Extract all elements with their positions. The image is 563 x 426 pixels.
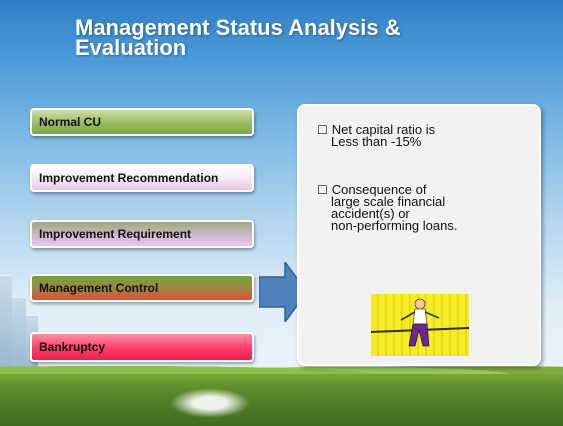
stage-bankruptcy[interactable]: Bankruptcy xyxy=(30,332,254,362)
stage-normal-cu[interactable]: Normal CU xyxy=(30,108,254,136)
stage-label: Improvement Requirement xyxy=(39,227,192,241)
stage-improvement-requirement[interactable]: Improvement Requirement xyxy=(30,220,254,248)
light-glow xyxy=(170,388,250,418)
checkbox-icon: ☐ xyxy=(317,183,328,197)
criterion-financial-accident: ☐Consequence of large scale financial ac… xyxy=(317,182,458,233)
right-arrow-icon xyxy=(259,262,307,322)
stage-management-control[interactable]: Management Control xyxy=(30,274,254,302)
checkbox-icon: ☐ xyxy=(317,123,328,137)
stage-label: Normal CU xyxy=(39,115,102,129)
grass-field xyxy=(0,360,563,426)
tightrope-walker-icon xyxy=(371,294,469,356)
stage-label: Improvement Recommendation xyxy=(39,171,219,185)
stage-label: Management Control xyxy=(39,281,159,295)
stage-improvement-recommendation[interactable]: Improvement Recommendation xyxy=(30,164,254,192)
stage-label: Bankruptcy xyxy=(39,340,106,354)
criterion-capital-ratio: ☐Net capital ratio is Less than -15% xyxy=(317,122,436,149)
slide-title: Management Status Analysis & Evaluation xyxy=(75,15,401,60)
criteria-panel: ☐Net capital ratio is Less than -15% ☐Co… xyxy=(297,104,541,366)
